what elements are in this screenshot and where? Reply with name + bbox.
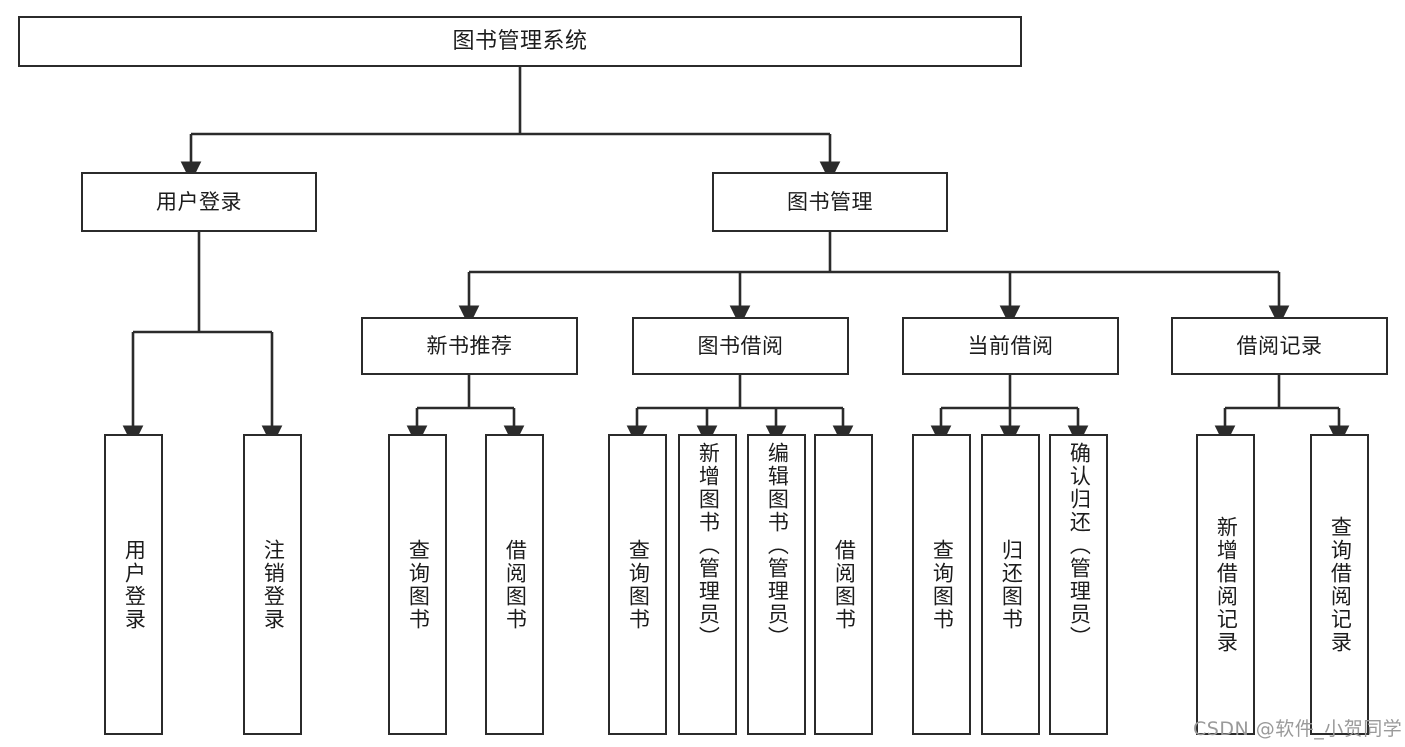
node-leaf-user-login[interactable]: 用户登录 xyxy=(104,434,163,735)
node-root-label: 图书管理系统 xyxy=(452,28,588,54)
node-leaf-add-record[interactable]: 新增借阅记录 xyxy=(1196,434,1255,735)
node-user-login-label: 用户登录 xyxy=(156,189,242,214)
node-leaf-confirm-return[interactable]: 确认归还（管理员） xyxy=(1049,434,1108,735)
node-root[interactable]: 图书管理系统 xyxy=(18,16,1022,67)
node-book-borrow-label: 图书借阅 xyxy=(697,333,784,358)
node-leaf-edit-book-label: 编辑图书（管理员） xyxy=(765,442,790,649)
node-leaf-query-book-2[interactable]: 查询图书 xyxy=(608,434,667,735)
node-user-login[interactable]: 用户登录 xyxy=(81,172,317,232)
node-book-manage-label: 图书管理 xyxy=(787,189,873,214)
node-borrow-record-label: 借阅记录 xyxy=(1236,333,1323,358)
node-leaf-query-record-label: 查询借阅记录 xyxy=(1328,515,1353,654)
node-leaf-user-logout[interactable]: 注销登录 xyxy=(243,434,302,735)
node-new-book-recommend-label: 新书推荐 xyxy=(426,333,513,358)
node-book-borrow[interactable]: 图书借阅 xyxy=(632,317,849,375)
node-leaf-return-book[interactable]: 归还图书 xyxy=(981,434,1040,735)
node-current-borrow[interactable]: 当前借阅 xyxy=(902,317,1119,375)
node-leaf-query-record[interactable]: 查询借阅记录 xyxy=(1310,434,1369,735)
node-current-borrow-label: 当前借阅 xyxy=(967,333,1054,358)
node-leaf-return-book-label: 归还图书 xyxy=(999,538,1024,631)
watermark-text: CSDN @软件_小贺同学 xyxy=(1193,718,1403,740)
node-leaf-query-book-3[interactable]: 查询图书 xyxy=(912,434,971,735)
node-leaf-add-book-label: 新增图书（管理员） xyxy=(696,442,721,649)
node-leaf-query-book-1[interactable]: 查询图书 xyxy=(388,434,447,735)
node-leaf-query-book-3-label: 查询图书 xyxy=(930,538,955,631)
node-leaf-user-login-label: 用户登录 xyxy=(122,538,147,631)
node-leaf-user-logout-label: 注销登录 xyxy=(261,538,286,631)
node-leaf-confirm-return-label: 确认归还（管理员） xyxy=(1067,442,1092,649)
node-leaf-borrow-book-2-label: 借阅图书 xyxy=(832,538,857,631)
node-leaf-query-book-2-label: 查询图书 xyxy=(626,538,651,631)
node-borrow-record[interactable]: 借阅记录 xyxy=(1171,317,1388,375)
node-book-manage[interactable]: 图书管理 xyxy=(712,172,948,232)
node-leaf-query-book-1-label: 查询图书 xyxy=(406,538,431,631)
node-leaf-edit-book[interactable]: 编辑图书（管理员） xyxy=(747,434,806,735)
node-leaf-borrow-book-1[interactable]: 借阅图书 xyxy=(485,434,544,735)
node-new-book-recommend[interactable]: 新书推荐 xyxy=(361,317,578,375)
node-leaf-borrow-book-2[interactable]: 借阅图书 xyxy=(814,434,873,735)
node-leaf-add-record-label: 新增借阅记录 xyxy=(1214,515,1239,654)
node-leaf-add-book[interactable]: 新增图书（管理员） xyxy=(678,434,737,735)
node-leaf-borrow-book-1-label: 借阅图书 xyxy=(503,538,528,631)
